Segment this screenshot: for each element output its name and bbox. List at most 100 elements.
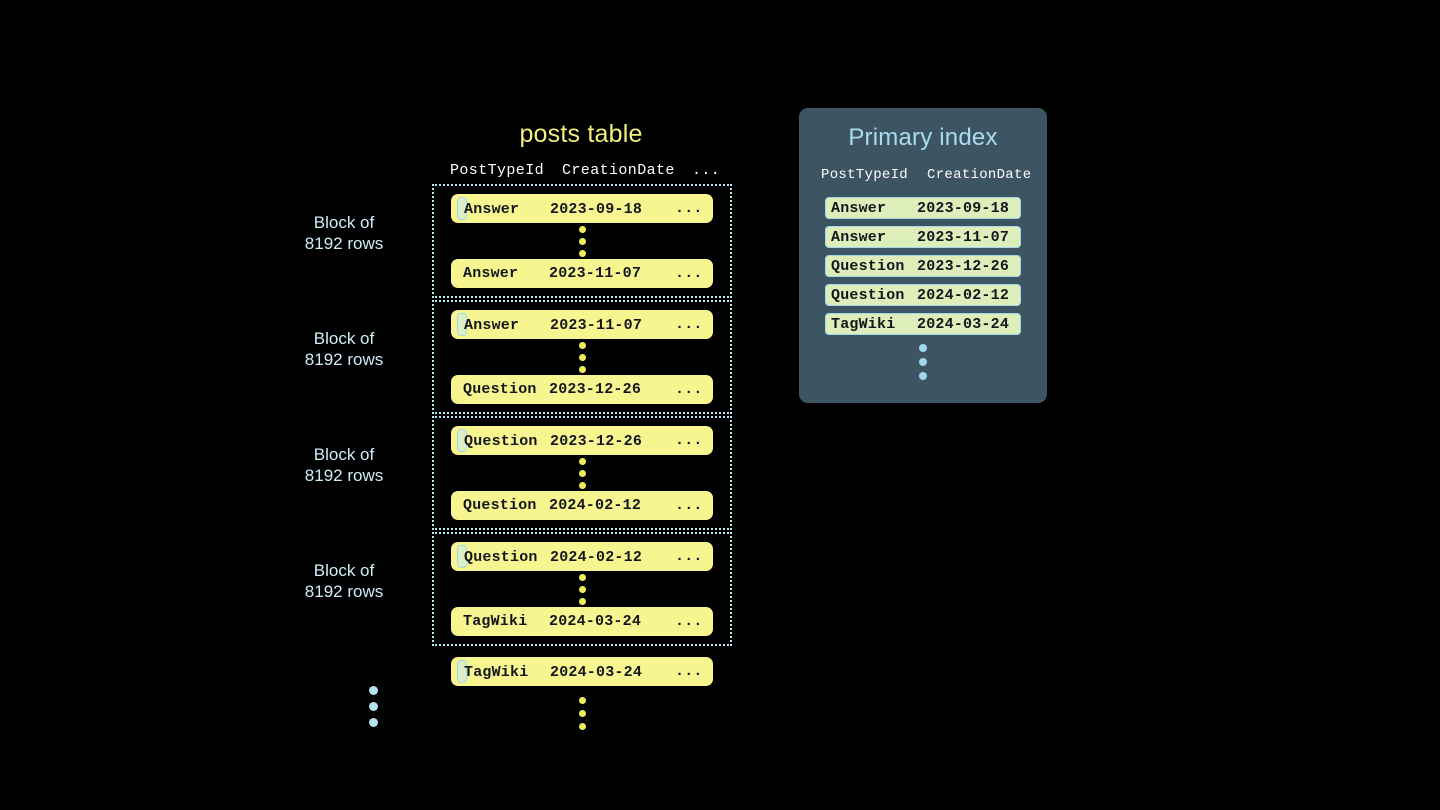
cell-creation-date: 2024-03-24 (549, 613, 642, 630)
vertical-ellipsis-dots (434, 223, 730, 259)
cell-creation-date: 2024-03-24 (917, 316, 1010, 333)
table-row: Question 2024-02-12 ... (451, 491, 713, 520)
vertical-ellipsis-dots (434, 571, 730, 607)
table-block: Block of 8192 rows Question 2024-02-12 .… (305, 532, 732, 646)
vertical-ellipsis-dots-index (799, 344, 1047, 380)
cell-ellipsis: ... (675, 613, 703, 630)
cell-post-type-id: Answer (831, 229, 887, 246)
dot (578, 353, 586, 361)
dot (578, 341, 586, 349)
cell-creation-date: 2024-02-12 (917, 287, 1010, 304)
dot (578, 722, 586, 730)
row-key-cells: Answer 2023-09-18 (457, 197, 642, 220)
column-header-ellipsis: ... (692, 162, 721, 179)
dot (369, 702, 378, 711)
cell-post-type-id: TagWiki (831, 316, 896, 333)
primary-index-title: Primary index (848, 124, 998, 151)
index-row: Question 2024-02-12 (825, 284, 1021, 306)
cell-post-type-id: Question (463, 497, 537, 514)
cell-creation-date: 2023-11-07 (917, 229, 1010, 246)
table-row: Answer 2023-11-07 ... (451, 259, 713, 288)
table-block: Block of 8192 rows Answer 2023-11-07 ...… (305, 300, 732, 414)
cell-creation-date: 2023-11-07 (550, 317, 643, 334)
table-row: Question 2024-02-12 ... (451, 542, 713, 571)
dot (578, 696, 586, 704)
primary-index-rows: Answer 2023-09-18 Answer 2023-11-07 Ques… (799, 197, 1047, 335)
cell-post-type-id: Question (831, 287, 905, 304)
table-row-trailing: TagWiki 2024-03-24 ... (451, 657, 713, 686)
cell-post-type-id: TagWiki (463, 613, 528, 630)
row-key-cells: Answer 2023-11-07 (457, 263, 641, 284)
cell-post-type-id: Question (463, 381, 537, 398)
cell-ellipsis: ... (675, 432, 703, 449)
cell-ellipsis: ... (675, 548, 703, 565)
dot (578, 237, 586, 245)
table-row: Answer 2023-09-18 ... (451, 194, 713, 223)
column-header-post-type-id: PostTypeId (821, 167, 909, 183)
posts-table-blocks: Block of 8192 rows Answer 2023-09-18 ...… (305, 184, 732, 735)
block-label: Block of 8192 rows (304, 213, 384, 253)
cell-post-type-id: Answer (463, 265, 519, 282)
row-key-cells: Question 2024-02-12 (457, 495, 641, 516)
cell-post-type-id: TagWiki (464, 664, 529, 681)
block-label: Block of 8192 rows (304, 561, 384, 601)
posts-table-group: posts table PostTypeId CreationDate ... … (305, 120, 732, 735)
table-row: TagWiki 2024-03-24 ... (451, 607, 713, 636)
vertical-ellipsis-dots-blocks (369, 686, 378, 727)
cell-ellipsis: ... (675, 316, 703, 333)
cell-ellipsis: ... (675, 381, 703, 398)
index-row: TagWiki 2024-03-24 (825, 313, 1021, 335)
dot (578, 709, 586, 717)
dot (578, 365, 586, 373)
dot (578, 457, 586, 465)
cell-creation-date: 2023-12-26 (549, 381, 642, 398)
cell-ellipsis: ... (675, 200, 703, 217)
cell-post-type-id: Answer (464, 317, 520, 334)
dot (919, 344, 927, 352)
index-row: Answer 2023-11-07 (825, 226, 1021, 248)
vertical-ellipsis-dots (434, 339, 730, 375)
block-label: Block of 8192 rows (304, 329, 384, 369)
index-row: Answer 2023-09-18 (825, 197, 1021, 219)
dot (919, 358, 927, 366)
cell-ellipsis: ... (675, 265, 703, 282)
row-key-cells: TagWiki 2024-03-24 (457, 611, 641, 632)
block-label: Block of 8192 rows (304, 445, 384, 485)
cell-creation-date: 2024-02-12 (549, 497, 642, 514)
row-key-cells: TagWiki 2024-03-24 (457, 660, 642, 683)
cell-creation-date: 2024-03-24 (550, 664, 643, 681)
cell-post-type-id: Question (464, 549, 538, 566)
dot (369, 686, 378, 695)
table-row: Answer 2023-11-07 ... (451, 310, 713, 339)
cell-creation-date: 2023-12-26 (917, 258, 1010, 275)
dot (578, 597, 586, 605)
table-row: Question 2023-12-26 ... (451, 426, 713, 455)
row-key-cells: Answer 2023-11-07 (457, 313, 642, 336)
dot (578, 469, 586, 477)
index-row: Question 2023-12-26 (825, 255, 1021, 277)
posts-table-title: posts table (519, 120, 643, 148)
dot (369, 718, 378, 727)
dot (578, 481, 586, 489)
column-header-creation-date: CreationDate (927, 167, 1032, 183)
cell-creation-date: 2023-11-07 (549, 265, 642, 282)
cell-post-type-id: Answer (831, 200, 887, 217)
cell-post-type-id: Question (831, 258, 905, 275)
dot (578, 573, 586, 581)
column-header-post-type-id: PostTypeId (450, 162, 545, 179)
posts-table-column-headers: PostTypeId CreationDate ... (450, 162, 732, 184)
table-row: Question 2023-12-26 ... (451, 375, 713, 404)
table-block: Block of 8192 rows Question 2023-12-26 .… (305, 416, 732, 530)
dot (919, 372, 927, 380)
primary-index-panel: Primary index PostTypeId CreationDate An… (799, 108, 1047, 403)
cell-creation-date: 2024-02-12 (550, 549, 643, 566)
table-block: Block of 8192 rows Answer 2023-09-18 ...… (305, 184, 732, 298)
dot (578, 225, 586, 233)
row-key-cells: Question 2023-12-26 (457, 429, 642, 452)
dot (578, 249, 586, 257)
cell-ellipsis: ... (675, 663, 703, 680)
cell-creation-date: 2023-09-18 (917, 200, 1010, 217)
vertical-ellipsis-dots (434, 455, 730, 491)
row-key-cells: Question 2023-12-26 (457, 379, 641, 400)
row-key-cells: Question 2024-02-12 (457, 545, 642, 568)
